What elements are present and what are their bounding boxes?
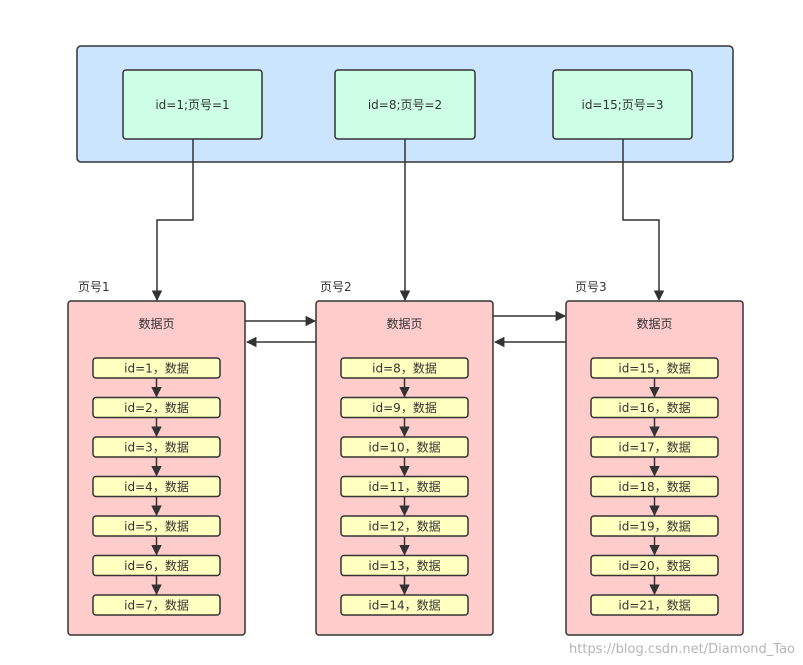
record-row: id=2，数据	[92, 396, 221, 438]
record-label: id=20，数据	[618, 558, 690, 573]
record-label: id=16，数据	[618, 400, 690, 415]
record-row: id=5，数据	[92, 515, 221, 556]
record-label: id=7，数据	[124, 598, 189, 613]
record-row: id=19，数据	[590, 515, 719, 556]
record-row: id=1，数据	[92, 357, 221, 398]
index-to-page-arrow	[622, 139, 665, 302]
record-label: id=18，数据	[618, 479, 690, 494]
record-row: id=10，数据	[340, 436, 469, 477]
record-row: id=15，数据	[590, 357, 719, 398]
record-row: id=13，数据	[340, 554, 469, 596]
record-box	[340, 594, 469, 616]
page-label: 页号2	[320, 280, 352, 294]
index-entry: id=1;页号=1	[122, 69, 263, 140]
record-label: id=9，数据	[372, 400, 437, 415]
record-row: id=12，数据	[340, 515, 469, 556]
record-row: id=16，数据	[590, 396, 719, 438]
record-row: id=17，数据	[590, 436, 719, 477]
record-label: id=3，数据	[124, 440, 189, 455]
record-label: id=8，数据	[372, 361, 437, 376]
record-label: id=17，数据	[618, 440, 690, 455]
record-label: id=19，数据	[618, 519, 690, 534]
index-to-page-arrow	[151, 139, 194, 302]
record-label: id=4，数据	[124, 479, 189, 494]
records-layer: id=1，数据 id=2，数据 id=3，数据 id=4，数据 id=5，数据 id=6，…	[92, 357, 719, 616]
watermark: https://blog.csdn.net/Diamond_Tao	[569, 642, 795, 657]
record-box	[590, 594, 719, 616]
record-row: id=21，数据	[590, 594, 719, 616]
record-label: id=1，数据	[124, 361, 189, 376]
record-row: id=4，数据	[92, 475, 221, 517]
data-page-title: 数据页	[636, 316, 672, 331]
record-label: id=2，数据	[124, 400, 189, 415]
record-label: id=15，数据	[618, 361, 690, 376]
record-box	[92, 594, 221, 616]
record-row: id=8，数据	[340, 357, 469, 398]
index-entry-label: id=1;页号=1	[155, 98, 229, 112]
record-row: id=3，数据	[92, 436, 221, 477]
page-label: 页号3	[575, 280, 607, 294]
record-label: id=11，数据	[368, 479, 440, 494]
data-page-title: 数据页	[138, 316, 174, 331]
page-label: 页号1	[78, 280, 110, 294]
record-label: id=10，数据	[368, 440, 440, 455]
index-entry-label: id=8;页号=2	[368, 98, 442, 112]
record-row: id=9，数据	[340, 396, 469, 438]
record-label: id=13，数据	[368, 558, 440, 573]
record-label: id=12，数据	[368, 519, 440, 534]
record-row: id=6，数据	[92, 554, 221, 596]
record-row: id=7，数据	[92, 594, 221, 616]
index-entry: id=15;页号=3	[552, 69, 693, 140]
record-label: id=6，数据	[124, 558, 189, 573]
record-row: id=20，数据	[590, 554, 719, 596]
data-page-title: 数据页	[386, 316, 422, 331]
record-label: id=14，数据	[368, 598, 440, 613]
record-label: id=5，数据	[124, 519, 189, 534]
index-entry: id=8;页号=2	[334, 69, 476, 140]
record-row: id=18，数据	[590, 475, 719, 517]
record-label: id=21，数据	[618, 598, 690, 613]
record-row: id=14，数据	[340, 594, 469, 616]
index-entry-label: id=15;页号=3	[581, 98, 663, 112]
record-row: id=11，数据	[340, 475, 469, 517]
